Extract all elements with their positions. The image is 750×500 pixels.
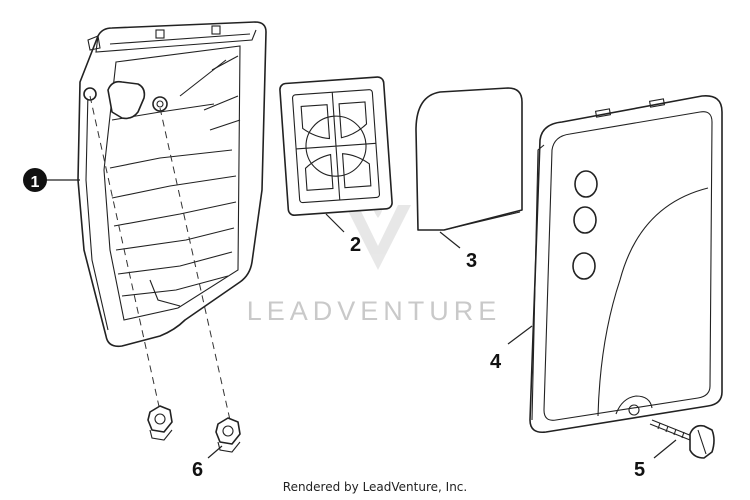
cover-knob-screw[interactable] xyxy=(649,419,715,459)
foam-filter-element[interactable] xyxy=(415,87,523,231)
callout-5-leader xyxy=(653,439,677,459)
callout-2-label: 2 xyxy=(350,234,361,256)
callout-2-leader xyxy=(325,213,345,233)
callout-4-label: 4 xyxy=(490,351,502,373)
watermark-text: LEADVENTURE xyxy=(247,296,502,326)
nut-guide-line-left xyxy=(89,95,163,421)
callout-4-leader xyxy=(507,325,533,345)
callout-3-label: 3 xyxy=(466,250,477,272)
hex-nut-right[interactable] xyxy=(215,417,241,453)
filter-screen[interactable] xyxy=(279,76,393,217)
callout-1-label: 1 xyxy=(31,174,40,191)
nut-guide-line-right xyxy=(159,107,231,421)
callout-1-badge xyxy=(23,168,47,192)
callout-3-leader xyxy=(439,231,461,249)
air-filter-cover[interactable] xyxy=(529,95,723,434)
render-credit: Rendered by LeadVenture, Inc. xyxy=(282,480,468,494)
air-filter-base[interactable] xyxy=(77,21,267,348)
callout-5-label: 5 xyxy=(634,459,645,481)
callout-6-label: 6 xyxy=(192,459,203,481)
callout-6-leader xyxy=(207,445,223,459)
hex-nut-left[interactable] xyxy=(147,405,173,441)
